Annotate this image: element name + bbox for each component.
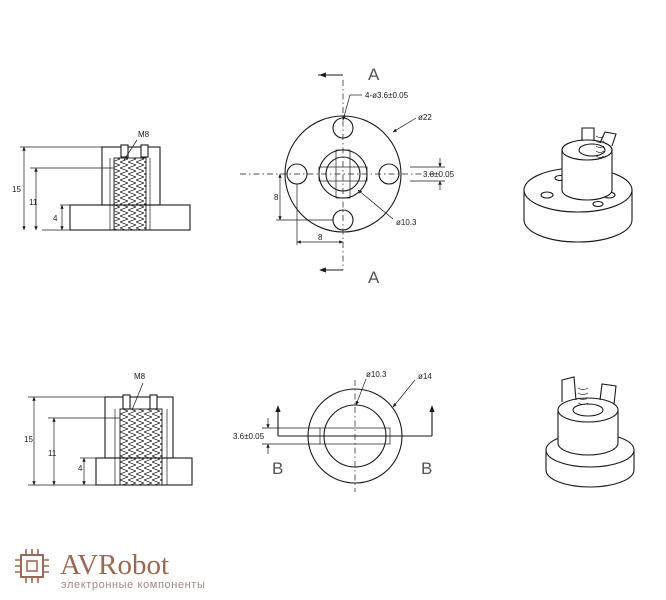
holes-leader [342,94,351,121]
chip-icon [15,549,49,583]
slot-cut-left [122,394,131,410]
iso-slot-1 [561,376,577,402]
iso-slot-2 [599,131,617,147]
section-mark-a-bottom: A [368,268,380,287]
iso-body-top [557,397,619,423]
section-mark-b-right: B [421,459,432,478]
bottom-isometric-view [545,376,635,488]
top-isometric-view [523,127,633,243]
iso-thread [577,387,589,405]
slot-cut-right [149,394,158,410]
label-offset-vertical: 8 [274,193,279,202]
slot-cut-left [120,144,129,158]
outer-dia-leader [392,117,417,133]
top-front-view: A A 4-ø3.6±0.05 ø22 3.8±0.05 ø10.3 8 8 [240,65,455,287]
iso-body-side [561,149,613,201]
iso-hole-1 [540,191,554,199]
thread-bore [113,157,147,231]
brand-tagline: электронные компоненты [61,579,205,591]
thread-leader [131,382,144,411]
label-thread: M8 [134,372,146,381]
outer-dia-leader [392,379,416,408]
bore-leader [355,378,367,406]
iso-bore [578,143,606,157]
label-height-total: 15 [24,435,33,444]
iso-body-side [557,409,619,456]
label-slot-width: 3.8±0.05 [423,170,455,179]
bore-leader [357,189,394,220]
iso-bore [572,403,604,417]
label-slot-width: 3.6±0.05 [233,432,265,441]
label-outer-dia: ø22 [418,113,432,122]
label-offset-horizontal: 8 [318,233,323,242]
bottom-section-view: 15 11 4 M8 [24,372,193,486]
flange-outer-circle [284,115,402,233]
label-height-flange: 4 [53,214,58,223]
brand-logo: AVRobot электронные компоненты [15,549,205,591]
iso-hole-4 [592,200,604,208]
label-outer-dia: ø14 [418,372,432,381]
thread-bore [119,408,163,486]
iso-slot-2 [599,383,617,405]
label-bore-dia: ø10.3 [366,370,387,379]
iso-slot-1 [581,127,595,141]
slot-cut-right [140,144,149,158]
iso-thread [595,135,605,158]
bottom-front-view: B B 3.6±0.05 ø10.3 ø14 [233,370,435,492]
top-section-view: 15 11 4 M8 [12,130,191,231]
label-height-mid: 11 [29,198,38,207]
section-mark-b-left: B [272,459,283,478]
thread-leader [123,139,138,161]
label-height-mid: 11 [48,449,57,458]
label-bore-dia: ø10.3 [396,218,417,227]
brand-name: AVRobot [60,549,169,581]
label-height-total: 15 [12,185,21,194]
section-mark-a-top: A [368,65,380,84]
label-height-flange: 4 [78,464,83,473]
label-thread: M8 [138,130,150,139]
label-holes: 4-ø3.6±0.05 [365,91,409,100]
